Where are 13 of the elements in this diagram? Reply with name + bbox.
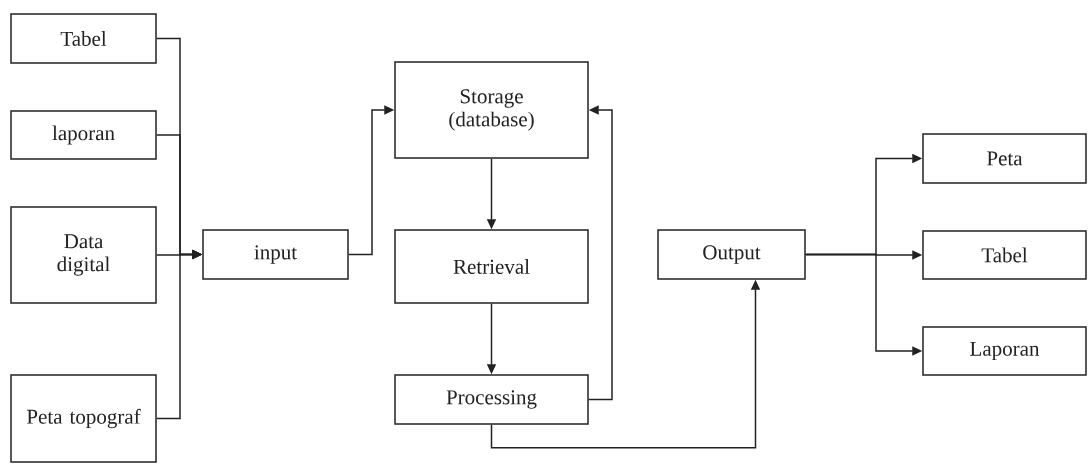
process-box: Retrieval <box>394 229 589 304</box>
process-box: Peta topograf <box>10 374 157 463</box>
process-box: Tabel <box>10 13 157 64</box>
process-box: laporan <box>10 110 157 160</box>
process-box: input <box>202 229 349 280</box>
process-box: Peta <box>922 133 1087 184</box>
process-box: Processing <box>394 374 589 425</box>
process-box: Laporan <box>922 326 1087 376</box>
arrow <box>588 105 613 401</box>
process-box: Storage (database) <box>394 61 589 159</box>
process-box: Output <box>657 229 806 280</box>
process-box: Tabel <box>922 230 1087 280</box>
process-box: Data digital <box>10 206 157 304</box>
